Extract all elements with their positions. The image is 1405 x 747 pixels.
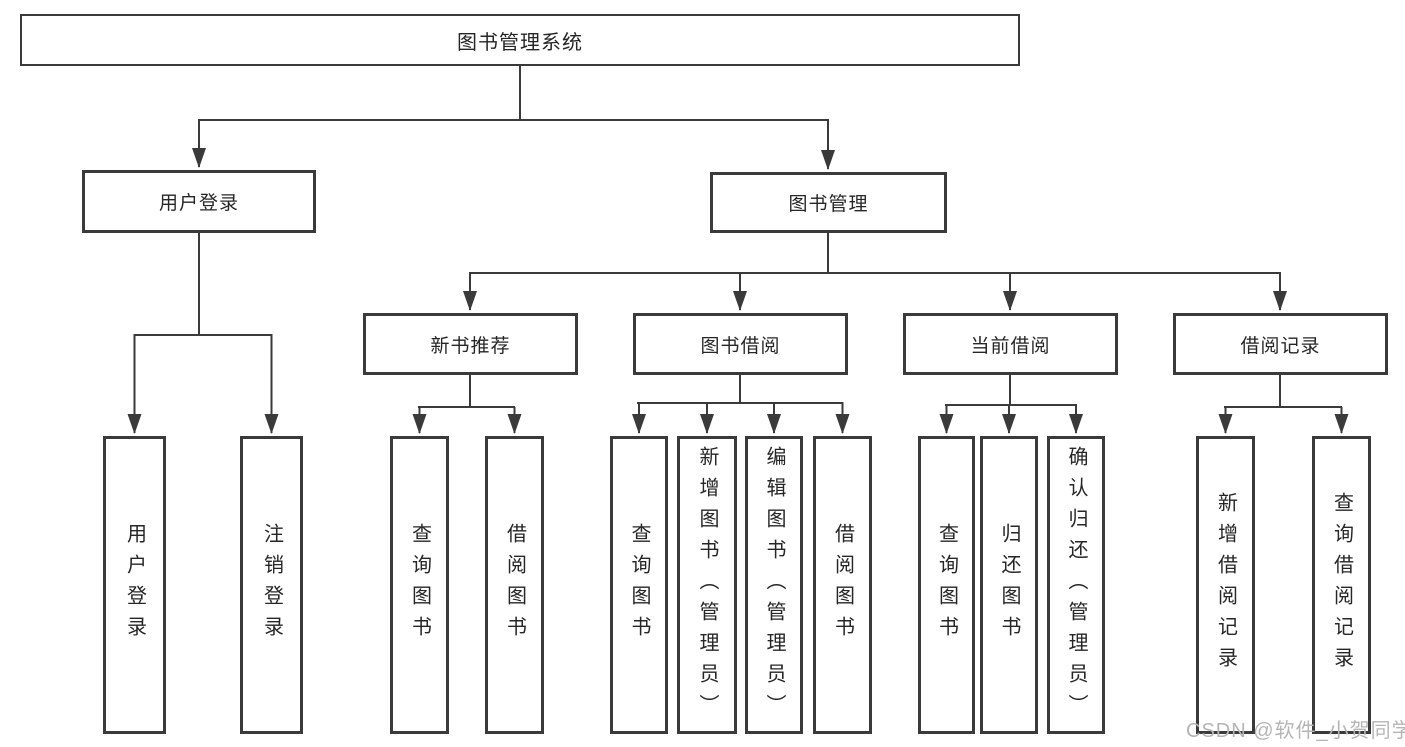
leaf-borrow-query-books-label: 查询图书 <box>628 523 650 647</box>
node-user-login-label: 用户登录 <box>158 193 239 214</box>
leaf-current-confirm-return-admin-label: 确认归还（管理员） <box>1065 445 1087 725</box>
leaf-current-return-books-label: 归还图书 <box>998 523 1020 647</box>
leaf-current-query-books: 查询图书 <box>918 436 975 734</box>
leaf-record-query-borrow-record: 查询借阅记录 <box>1312 436 1371 734</box>
leaf-record-add-borrow-record: 新增借阅记录 <box>1196 436 1255 734</box>
leaf-logout-login-label: 注销登录 <box>260 523 283 647</box>
node-book-borrow: 图书借阅 <box>633 313 848 375</box>
leaf-newbook-borrow-books-label: 借阅图书 <box>503 523 526 647</box>
leaf-user-login: 用户登录 <box>103 436 166 734</box>
leaf-newbook-query-books: 查询图书 <box>390 436 449 734</box>
leaf-record-add-borrow-record-label: 新增借阅记录 <box>1214 492 1237 678</box>
connector-trunks <box>133 66 1342 408</box>
node-borrow-record-label: 借阅记录 <box>1240 335 1321 357</box>
leaf-borrow-add-books-admin: 新增图书（管理员） <box>677 436 737 734</box>
node-book-borrow-label: 图书借阅 <box>700 335 781 357</box>
leaf-borrow-query-books: 查询图书 <box>610 436 668 734</box>
leaf-borrow-edit-books-admin: 编辑图书（管理员） <box>745 436 803 734</box>
leaf-borrow-edit-books-admin-label: 编辑图书（管理员） <box>763 445 785 725</box>
node-current-borrow-label: 当前借阅 <box>970 335 1051 357</box>
leaf-current-return-books: 归还图书 <box>980 436 1038 734</box>
leaf-borrow-borrow-books: 借阅图书 <box>813 436 872 734</box>
node-root: 图书管理系统 <box>20 14 1020 66</box>
node-root-label: 图书管理系统 <box>457 31 583 54</box>
node-book-management-label: 图书管理 <box>788 194 869 215</box>
leaf-record-query-borrow-record-label: 查询借阅记录 <box>1330 492 1353 678</box>
watermark: CSDN @软件_小贺同学 <box>1186 720 1405 742</box>
leaf-current-confirm-return-admin: 确认归还（管理员） <box>1047 436 1105 734</box>
node-book-management: 图书管理 <box>710 172 947 233</box>
leaf-newbook-borrow-books: 借阅图书 <box>485 436 544 734</box>
node-user-login: 用户登录 <box>82 170 316 233</box>
leaf-logout-login: 注销登录 <box>240 436 303 734</box>
node-borrow-record: 借阅记录 <box>1173 313 1388 375</box>
connector-arrows <box>127 120 1349 434</box>
node-new-book-recommend: 新书推荐 <box>363 313 578 375</box>
node-new-book-recommend-label: 新书推荐 <box>430 335 511 357</box>
leaf-current-query-books-label: 查询图书 <box>935 523 958 647</box>
leaf-borrow-borrow-books-label: 借阅图书 <box>831 523 854 647</box>
leaf-newbook-query-books-label: 查询图书 <box>408 523 431 647</box>
leaf-borrow-add-books-admin-label: 新增图书（管理员） <box>696 445 718 725</box>
node-current-borrow: 当前借阅 <box>903 313 1118 375</box>
leaf-user-login-label: 用户登录 <box>123 523 146 647</box>
